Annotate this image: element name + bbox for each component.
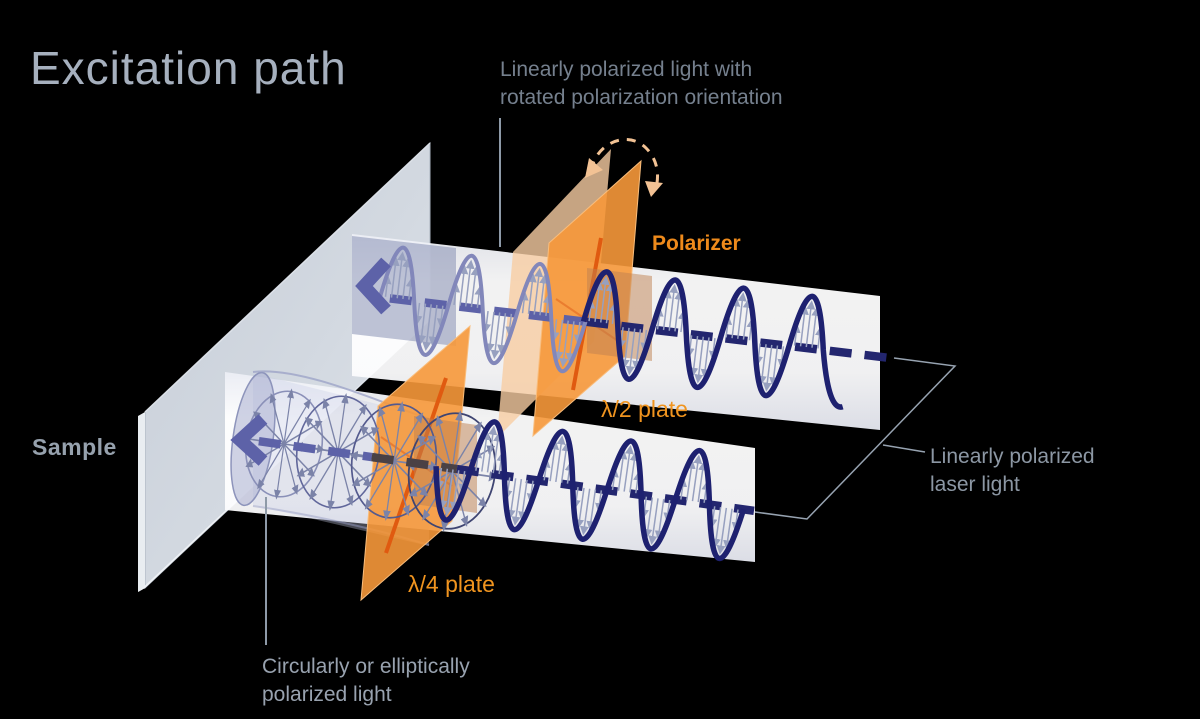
quarter-wave-plate-label: λ/4 plate: [408, 571, 495, 597]
circular-light-label-line1: Circularly or elliptically: [262, 655, 470, 678]
upper-beam: [378, 245, 888, 410]
upper-wave: [580, 269, 844, 410]
rotation-arrowhead-left: [585, 158, 603, 178]
circular-light-label-line2: polarized light: [262, 683, 392, 706]
lower-beam-arrow: [230, 414, 268, 466]
lower-wave: [433, 419, 747, 562]
polarizer-label: Polarizer: [652, 232, 741, 255]
lower-beam-axis-in-plate: [371, 452, 458, 474]
upper-beam-arrow: [355, 257, 391, 315]
laser-light-label-line1: Linearly polarized: [930, 445, 1095, 468]
rotated-light-label-line1: Linearly polarized light with: [500, 58, 752, 81]
rotation-arrow: [585, 138, 663, 197]
upper-beam-axis: [585, 317, 888, 362]
laser-light-label-line2: laser light: [930, 473, 1020, 496]
sample-plate-edge: [138, 412, 145, 592]
sample-label: Sample: [32, 434, 117, 460]
callout-lines: [265, 118, 957, 645]
rotated-light-label-line2: rotated polarization orientation: [500, 86, 783, 109]
page-title: Excitation path: [30, 42, 347, 94]
upper-wave-rotated: [378, 245, 588, 374]
rotation-arrowhead-right: [645, 181, 663, 197]
half-wave-plate-label: λ/2 plate: [601, 396, 688, 422]
laser-light-connector: [754, 357, 957, 520]
laser-light-connector-stub: [882, 444, 926, 453]
